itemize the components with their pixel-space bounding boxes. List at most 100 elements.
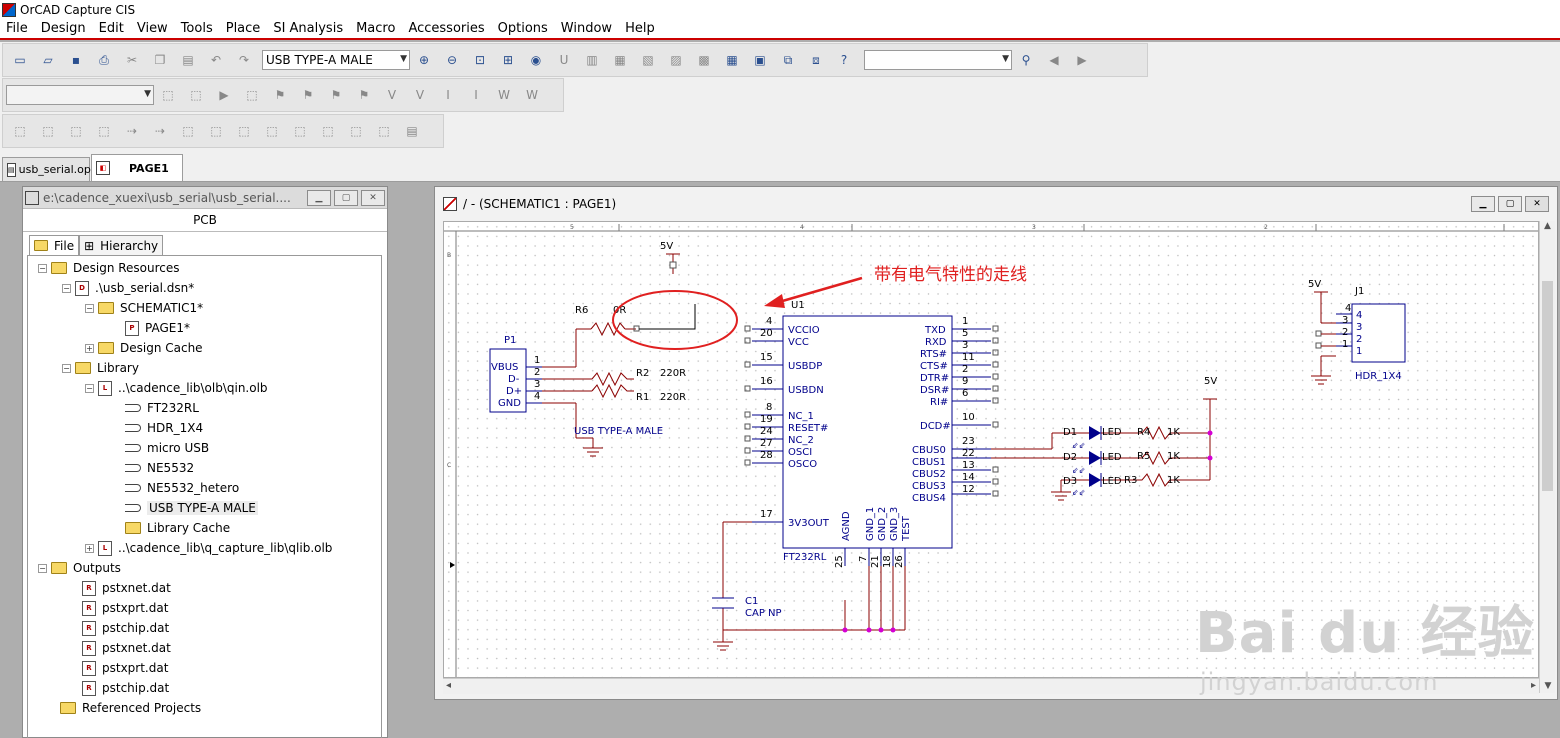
simulation-profile-combo[interactable]: ▼ xyxy=(6,85,154,105)
maximize-button[interactable]: ▢ xyxy=(334,189,358,206)
menu-si-analysis[interactable]: SI Analysis xyxy=(273,21,344,36)
tree-item-schematic1[interactable]: −SCHEMATIC1* xyxy=(85,298,203,318)
undo-icon[interactable]: ↶ xyxy=(210,53,222,67)
copy-props-icon[interactable]: ⬚ xyxy=(266,124,278,138)
highlighted-wire[interactable] xyxy=(639,304,696,330)
tab-hierarchy[interactable]: ⊞Hierarchy xyxy=(79,235,164,255)
run-icon[interactable]: ▶ xyxy=(219,88,229,102)
part-manager-icon[interactable]: ⬚ xyxy=(42,124,54,138)
crossref-icon[interactable]: ▨ xyxy=(670,53,682,67)
menu-accessories[interactable]: Accessories xyxy=(408,21,485,36)
redo-icon[interactable]: ↷ xyxy=(238,53,250,67)
horizontal-scrollbar[interactable]: ◂ ▸ xyxy=(443,678,1539,694)
collapse-icon[interactable]: − xyxy=(62,363,71,373)
scroll-right-icon[interactable]: ▸ xyxy=(1530,680,1536,691)
menu-tools[interactable]: Tools xyxy=(180,21,213,36)
menu-options[interactable]: Options xyxy=(497,21,548,36)
close-button[interactable]: ✕ xyxy=(1525,196,1549,212)
expand-icon[interactable]: + xyxy=(85,543,94,553)
menu-design[interactable]: Design xyxy=(40,21,86,36)
zoom-out-icon[interactable]: ⊖ xyxy=(446,53,458,67)
menu-edit[interactable]: Edit xyxy=(98,21,124,36)
scroll-left-icon[interactable]: ◂ xyxy=(446,680,452,691)
export-props-icon[interactable]: ⬚ xyxy=(378,124,390,138)
bias-current-icon[interactable]: I xyxy=(446,88,450,102)
project-manager-icon[interactable]: ⧉ xyxy=(783,52,793,67)
tree-item-part[interactable]: FT232RL xyxy=(125,398,199,418)
edit-props-icon[interactable]: ⬚ xyxy=(322,124,334,138)
open-folder-icon[interactable]: ▱ xyxy=(43,53,53,67)
tree-item-library[interactable]: −Library xyxy=(62,358,139,378)
bias-power-icon[interactable]: W xyxy=(498,88,510,102)
tree-item-design-file[interactable]: −D.\usb_serial.dsn* xyxy=(62,278,194,298)
drc-icon[interactable]: ▦ xyxy=(614,53,626,67)
power-marker-icon[interactable]: ⚑ xyxy=(358,88,370,102)
print-icon[interactable]: ⎙ xyxy=(99,52,109,67)
menu-macro[interactable]: Macro xyxy=(356,21,396,36)
new-file-icon[interactable]: ▭ xyxy=(14,53,26,67)
vertical-scrollbar[interactable]: ▲ ▼ xyxy=(1539,221,1555,693)
edit-props-2-icon[interactable]: ⬚ xyxy=(350,124,362,138)
tree-item-referenced-projects[interactable]: Referenced Projects xyxy=(60,698,201,718)
menu-help[interactable]: Help xyxy=(625,21,655,36)
minimize-button[interactable]: ▁ xyxy=(1471,196,1495,212)
cut-icon[interactable]: ✂ xyxy=(126,53,138,67)
table-icon[interactable]: ▤ xyxy=(406,124,418,138)
hierarchy-icon[interactable]: ⧈ xyxy=(812,52,820,67)
minimize-button[interactable]: ▁ xyxy=(307,189,331,206)
tree-item-qlib-olb[interactable]: +L..\cadence_lib\q_capture_lib\qlib.olb xyxy=(85,538,332,558)
tree-item-design-resources[interactable]: −Design Resources xyxy=(38,258,180,278)
search-combo[interactable]: ▼ xyxy=(864,50,1012,70)
tree-item-design-cache[interactable]: +Design Cache xyxy=(85,338,203,358)
annotate-icon[interactable]: U xyxy=(559,53,569,67)
voltage-marker-icon[interactable]: ⚑ xyxy=(274,88,286,102)
zoom-all-icon[interactable]: ⊞ xyxy=(502,53,514,67)
maximize-button[interactable]: ▢ xyxy=(1498,196,1522,212)
tree-item-qin-olb[interactable]: −L..\cadence_lib\olb\qin.olb xyxy=(85,378,268,398)
zoom-area-icon[interactable]: ⊡ xyxy=(474,53,486,67)
vertical-scroll-thumb[interactable] xyxy=(1542,281,1553,491)
netlist-icon[interactable]: ▧ xyxy=(642,53,654,67)
import-icon[interactable]: ⬚ xyxy=(182,124,194,138)
bus-entry-icon[interactable]: ⇢ xyxy=(154,124,166,138)
previous-icon[interactable]: ◀ xyxy=(1049,53,1059,67)
cis-explorer-icon[interactable]: ⬚ xyxy=(14,124,26,138)
update-icon[interactable]: ⬚ xyxy=(294,124,306,138)
tree-item-outputs[interactable]: −Outputs xyxy=(38,558,121,578)
bias-w-toggle-icon[interactable]: W xyxy=(526,88,538,102)
scroll-down-icon[interactable]: ▼ xyxy=(1544,681,1552,691)
menu-view[interactable]: View xyxy=(136,21,168,36)
collapse-icon[interactable]: − xyxy=(62,283,71,293)
link-part-icon[interactable]: ⬚ xyxy=(70,124,82,138)
expand-icon[interactable]: + xyxy=(85,343,94,353)
menu-window[interactable]: Window xyxy=(560,21,613,36)
menu-place[interactable]: Place xyxy=(225,21,261,36)
variant-icon[interactable]: ⬚ xyxy=(98,124,110,138)
part-combo[interactable]: USB TYPE-A MALE▼ xyxy=(262,50,410,70)
help-icon[interactable]: ? xyxy=(840,53,848,67)
net-alias-icon[interactable]: ⇢ xyxy=(126,124,138,138)
schematic-canvas[interactable]: 5 4 3 2 B C xyxy=(443,221,1539,678)
bias-i-toggle-icon[interactable]: I xyxy=(474,88,478,102)
copy-icon[interactable]: ❐ xyxy=(154,53,166,67)
tree-item-library-cache[interactable]: Library Cache xyxy=(125,518,230,538)
tab-project[interactable]: ▤ usb_serial.op xyxy=(2,157,91,181)
collapse-icon[interactable]: − xyxy=(85,303,94,313)
binoculars-icon[interactable]: ⚲ xyxy=(1021,53,1031,67)
tree-item-part[interactable]: micro USB xyxy=(125,438,209,458)
bias-voltage-icon[interactable]: V xyxy=(387,88,397,102)
tree-item-part[interactable]: NE5532 xyxy=(125,458,194,478)
tree-item-part-selected[interactable]: USB TYPE-A MALE xyxy=(125,498,258,518)
back-annotate-icon[interactable]: ▥ xyxy=(586,53,598,67)
snap-grid-icon[interactable]: ▦ xyxy=(726,53,738,67)
current-marker-icon[interactable]: ⚑ xyxy=(330,88,342,102)
save-icon[interactable]: ▪ xyxy=(71,53,81,67)
scroll-up-icon[interactable]: ▲ xyxy=(1544,221,1551,231)
